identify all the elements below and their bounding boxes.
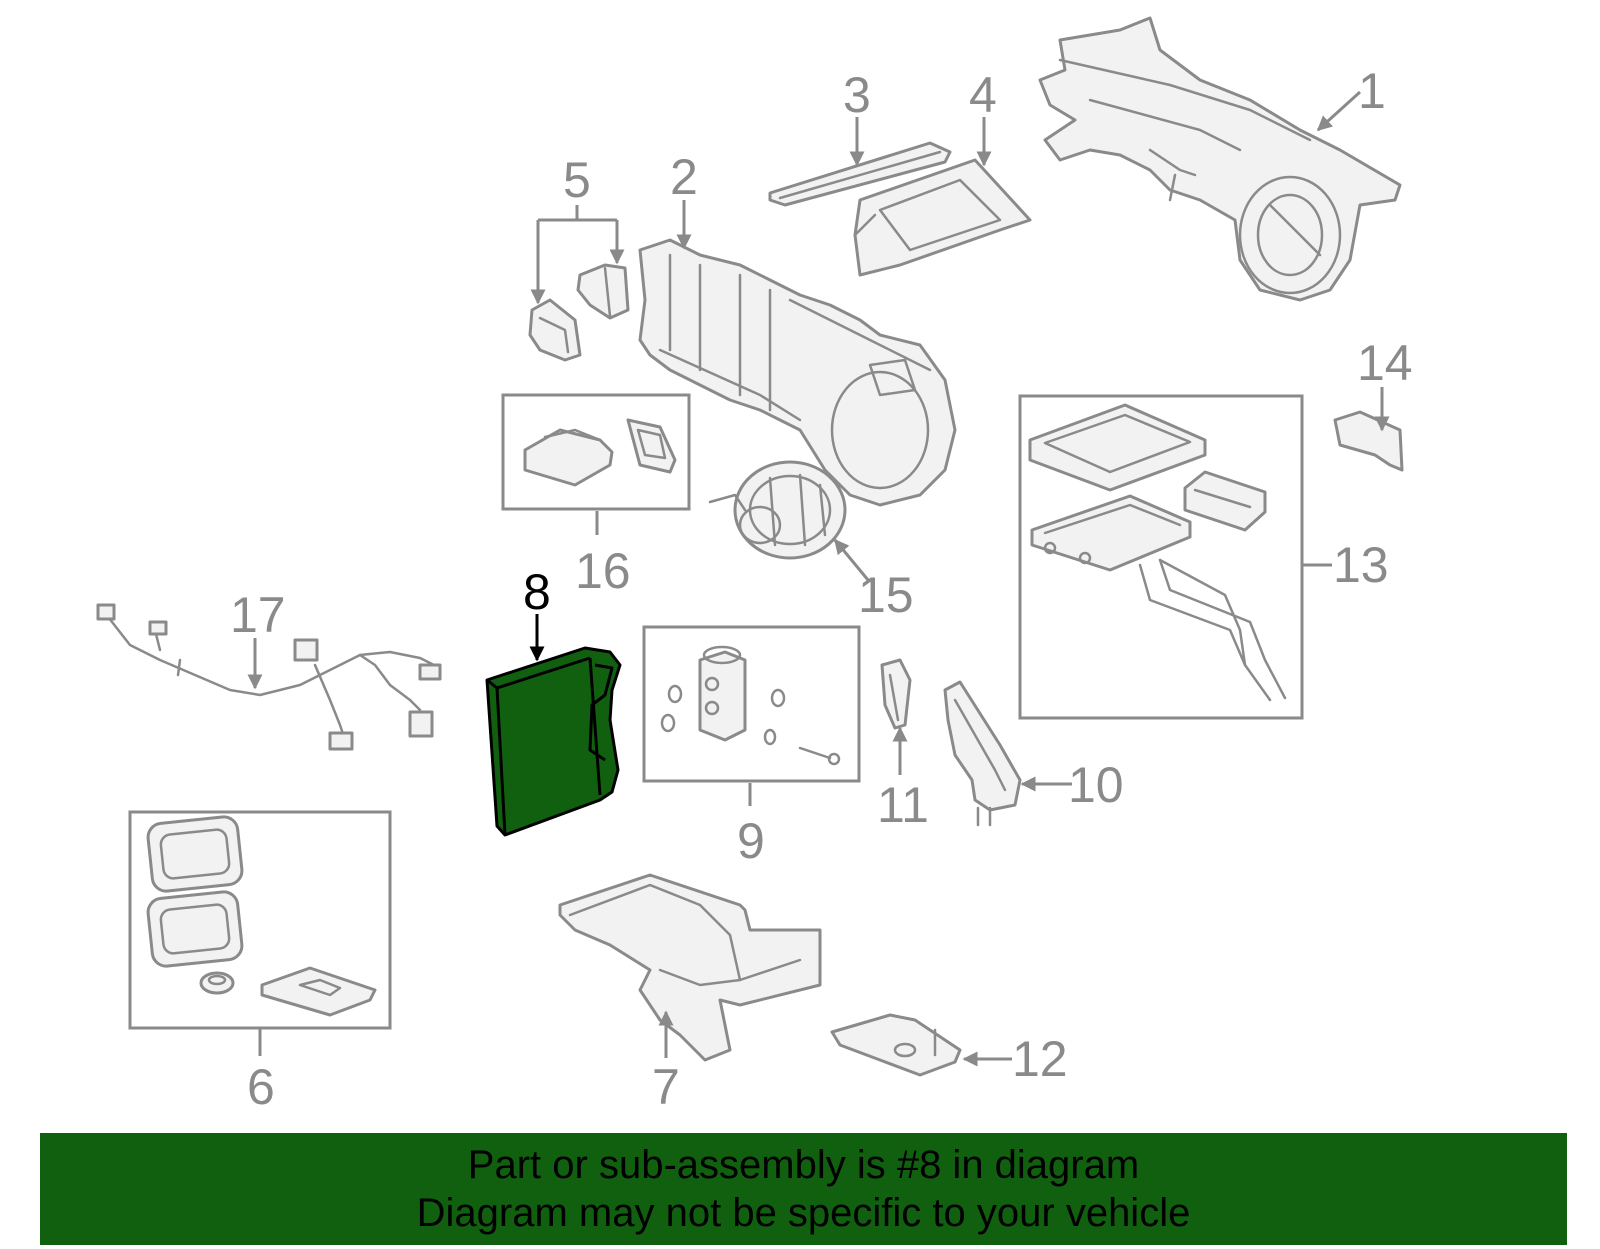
callout-11: 11 (877, 777, 929, 833)
callout-13: 13 (1333, 537, 1389, 593)
callout-4: 4 (969, 67, 997, 123)
part-14-bracket[interactable] (1333, 410, 1404, 472)
callout-14: 14 (1357, 335, 1413, 391)
part-2-blower-housing[interactable] (638, 238, 957, 507)
callout-16: 16 (575, 543, 631, 599)
part-6-seal-kit[interactable] (128, 810, 392, 1030)
callout-9: 9 (737, 813, 765, 869)
callout-1: 1 (1358, 63, 1386, 119)
leader-lines (247, 90, 1390, 1067)
callout-8: 8 (523, 564, 551, 620)
callout-7: 7 (652, 1059, 680, 1115)
part-15-blower-motor[interactable] (708, 460, 847, 560)
part-12-plate[interactable] (830, 1013, 962, 1077)
part-13-heater-core-kit[interactable] (1018, 394, 1304, 720)
banner-line-2: Diagram may not be specific to your vehi… (416, 1191, 1191, 1235)
part-5-actuators[interactable] (528, 263, 630, 362)
callout-labels: 1 2 3 4 5 6 7 8 9 10 11 12 13 14 15 16 1… (230, 63, 1413, 1115)
part-8-evaporator-core[interactable] (485, 646, 622, 837)
part-4-duct[interactable] (853, 158, 1032, 277)
callout-10: 10 (1068, 757, 1124, 813)
callout-15: 15 (858, 567, 914, 623)
part-16-module-kit[interactable] (501, 393, 691, 511)
part-9-valve-kit[interactable] (642, 625, 861, 783)
callout-12: 12 (1012, 1031, 1068, 1087)
part-1-duct-assembly[interactable] (1038, 16, 1402, 302)
part-10-bracket[interactable] (943, 680, 1022, 827)
callout-17: 17 (230, 587, 286, 643)
part-7-lower-housing[interactable] (558, 873, 822, 1062)
callout-2: 2 (670, 149, 698, 205)
part-17-wiring-harness[interactable] (96, 603, 442, 751)
banner-line-1: Part or sub-assembly is #8 in diagram (467, 1143, 1140, 1187)
callout-3: 3 (843, 67, 871, 123)
callout-5: 5 (563, 152, 591, 208)
info-banner: Part or sub-assembly is #8 in diagram Di… (40, 1133, 1567, 1245)
callout-6: 6 (247, 1059, 275, 1115)
part-11-clip[interactable] (880, 658, 912, 730)
part-3-duct[interactable] (768, 141, 952, 207)
